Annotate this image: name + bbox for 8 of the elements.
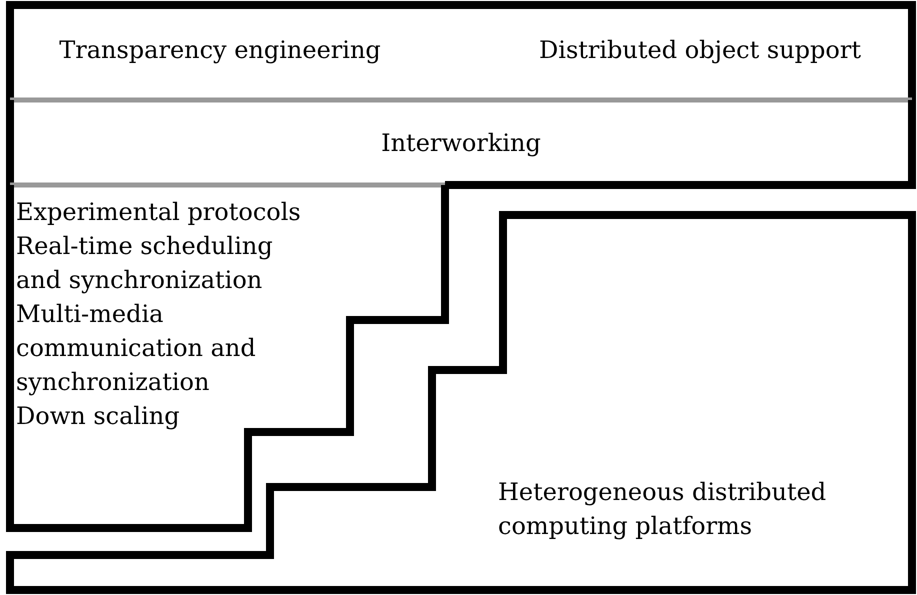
list-item: Real-time scheduling and synchronization	[16, 232, 273, 294]
list-item: Down scaling	[16, 402, 180, 430]
layer-label: Heterogeneous distributed computing platforms	[498, 478, 826, 540]
list-item: Experimental protocols	[16, 198, 301, 226]
layer-label: Interworking	[381, 129, 541, 157]
layer-label: Transparency engineering	[59, 36, 381, 64]
layer-label: Distributed object support	[539, 36, 861, 64]
list-item: Multi-media communication and synchronization	[16, 300, 256, 396]
